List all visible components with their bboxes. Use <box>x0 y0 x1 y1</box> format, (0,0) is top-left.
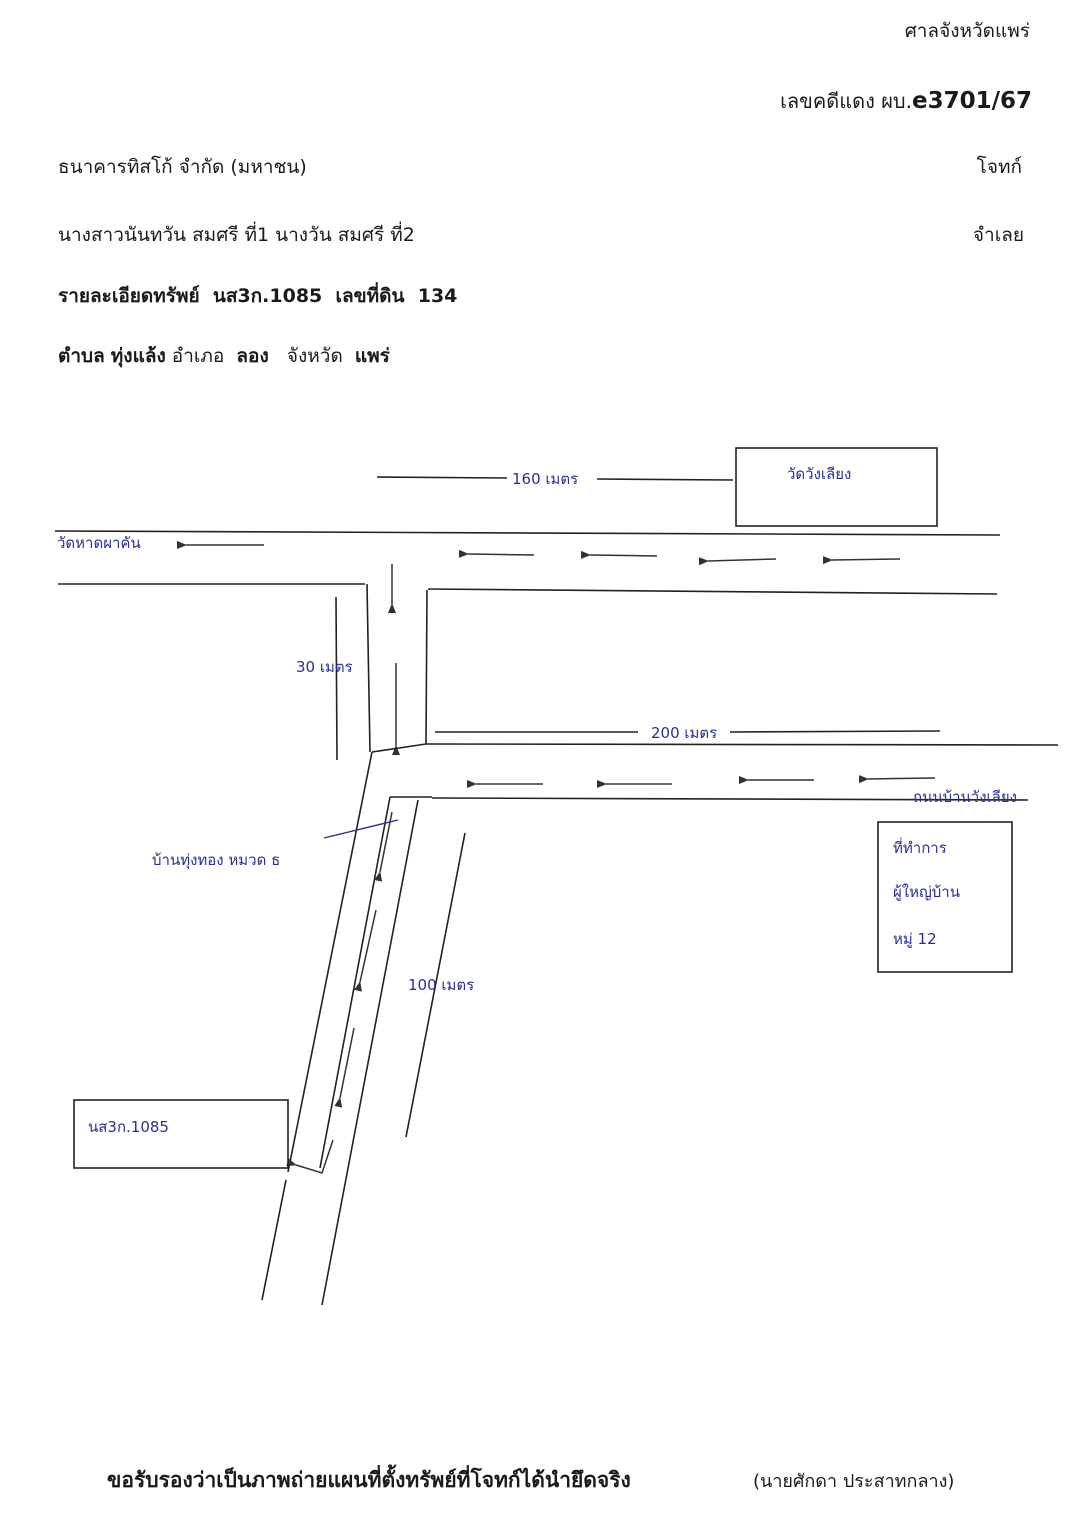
lower-road-bottom-edge <box>431 797 1029 801</box>
headman-office-line2: ผู้ใหญ่บ้าน <box>893 883 960 901</box>
defendant-role: จำเลย <box>972 224 1024 246</box>
diagonal-road-median <box>319 796 391 1169</box>
dimension-200-right <box>729 730 941 733</box>
diagonal-road-left-edge-lower <box>261 1179 287 1301</box>
headman-office-line1: ที่ทำการ <box>893 837 947 857</box>
temple-wang-liang-label: วัดวังเลียง <box>787 465 851 483</box>
arrow-southwest-2 <box>354 909 377 992</box>
case-number-line: เลขคดีแดง ผบ.e3701/67 <box>780 90 1032 113</box>
province: แพร่ <box>354 345 390 367</box>
village-label: บ้านทุ่งทอง หมวด ธ <box>152 851 280 870</box>
arrow-southwest-1 <box>374 811 393 882</box>
case-number-prefix: เลขคดีแดง ผบ. <box>780 89 912 113</box>
arrow-west-9 <box>858 775 936 784</box>
distance-30-label: 30 เมตร <box>296 658 353 676</box>
distance-100-label: 100 เมตร <box>408 976 474 994</box>
dimension-30-line <box>335 596 338 761</box>
target-plot-box <box>73 1099 289 1169</box>
dimension-100-line <box>405 832 466 1138</box>
arrow-west-5 <box>822 556 901 565</box>
headman-office-box <box>877 821 1013 973</box>
defendant-names: นางสาวนันทวัน สมศรี ที่1 นางวัน สมศรี ที… <box>58 224 415 246</box>
target-plot-label: นส3ก.1085 <box>88 1118 169 1136</box>
certification-text: ขอรับรองว่าเป็นภาพถ่ายแผนที่ตั้งทรัพย์ที… <box>107 1468 631 1492</box>
title-deed: นส3ก.1085 <box>212 285 323 307</box>
subdistrict-label: ตำบล <box>58 345 105 367</box>
temple-wang-liang-box <box>735 447 938 527</box>
distance-160-label: 160 เมตร <box>512 470 578 488</box>
plaintiff-name: ธนาคารทิสโก้ จำกัด (มหาชน) <box>58 156 307 178</box>
diagonal-road-left-edge-upper <box>287 751 373 1173</box>
district: ลอง <box>236 345 269 367</box>
location-line: ตำบล ทุ่งแล้ง อำเภอ ลอง จังหวัด แพร่ <box>58 347 390 366</box>
lower-road-top-edge <box>425 743 1059 746</box>
road-ban-wang-liang-label: ถนนบ้านวังเลียง <box>913 788 1017 806</box>
district-label: อำเภอ <box>171 345 225 367</box>
arrow-west-4 <box>698 557 777 566</box>
connector-road-left-edge <box>366 583 371 753</box>
parcel-number: 134 <box>417 285 458 307</box>
property-details-label: รายละเอียดทรัพย์ <box>58 285 200 307</box>
arrow-into-plot <box>286 1139 334 1174</box>
plaintiff-role: โจทก์ <box>976 156 1022 178</box>
court-name: ศาลจังหวัดแพร่ <box>904 20 1030 42</box>
connector-road-right-edge <box>425 589 428 745</box>
dimension-160-right <box>596 478 734 481</box>
case-number: e3701/67 <box>911 88 1032 114</box>
distance-200-label: 200 เมตร <box>651 724 717 742</box>
province-label: จังหวัด <box>286 345 343 367</box>
subdistrict: ทุ่งแล้ง <box>110 345 166 367</box>
diagonal-road-right-edge <box>321 799 419 1306</box>
temple-had-pha-khan-label: วัดหาดผาคัน <box>57 534 141 552</box>
upper-road-top-edge <box>54 530 1001 536</box>
arrow-southwest-3 <box>334 1027 355 1108</box>
arrow-west-3 <box>580 550 658 559</box>
parcel-label: เลขที่ดิน <box>335 285 405 307</box>
arrow-west-2 <box>458 549 535 558</box>
upper-road-bottom-edge-right <box>427 588 998 595</box>
signer-name: (นายศักดา ประสาทกลาง) <box>753 1471 955 1492</box>
headman-office-line3: หมู่ 12 <box>893 930 937 948</box>
village-pointer-line <box>323 819 399 839</box>
junction-corner <box>371 743 427 753</box>
dimension-160-left <box>376 476 508 479</box>
property-details-line: รายละเอียดทรัพย์ นส3ก.1085 เลขที่ดิน 134 <box>58 287 457 306</box>
